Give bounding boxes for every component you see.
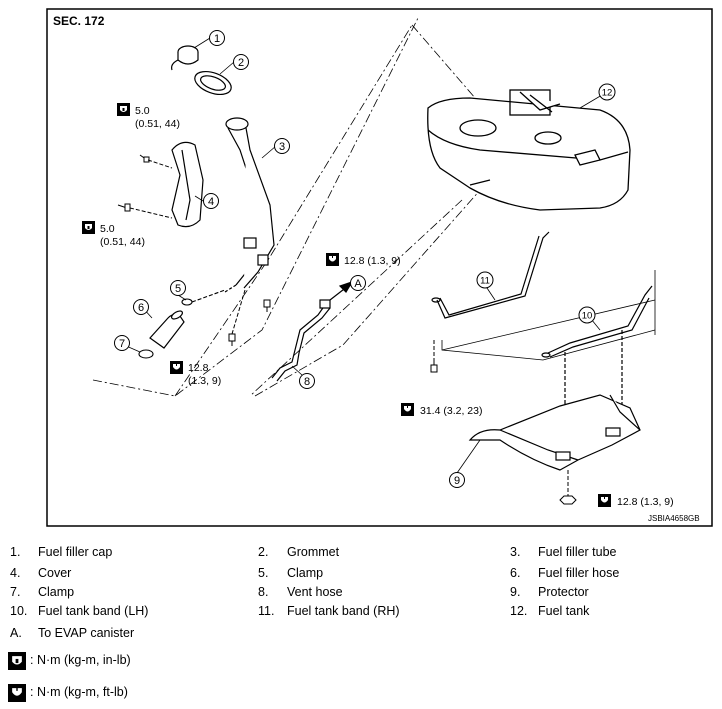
svg-text:31.4 (3.2, 23): 31.4 (3.2, 23): [420, 405, 482, 417]
torque-cover-upper: 5.0 (0.51, 44): [117, 103, 180, 130]
protector-nut: [559, 470, 577, 505]
fuel-filler-cap: [171, 45, 199, 71]
fuel-tank-band-rh: [431, 231, 550, 319]
callout-2: 2: [233, 54, 249, 70]
svg-text:(1.3, 9): (1.3, 9): [188, 375, 221, 387]
callout-4: 4: [203, 193, 219, 209]
torque-wrench-in-lb-icon: [8, 651, 26, 670]
torque-protector-nut: 12.8 (1.3, 9): [598, 494, 674, 508]
svg-text:12.8: 12.8: [188, 362, 209, 374]
torque-filler-tube-bracket: 12.8 (1.3, 9): [326, 253, 401, 267]
svg-text:9: 9: [454, 475, 460, 487]
svg-text:12.8 (1.3, 9): 12.8 (1.3, 9): [617, 496, 674, 508]
unit-in-lb: : N·m (kg-m, in-lb): [8, 650, 131, 670]
image-code: JSBIA4658GB: [648, 514, 700, 523]
svg-text:5: 5: [175, 283, 181, 295]
svg-text:5.0: 5.0: [100, 223, 115, 235]
svg-text:12.8 (1.3, 9): 12.8 (1.3, 9): [344, 255, 401, 267]
torque-band-bolt-lh: 31.4 (3.2, 23): [401, 403, 482, 417]
body-panel-lines: [441, 270, 656, 361]
fuel-tank: [427, 89, 631, 211]
clamp-7: [138, 349, 154, 359]
callout-10: 10: [578, 306, 596, 324]
grommet: [194, 70, 232, 96]
callout-7: 7: [114, 335, 130, 351]
vent-hose: [271, 299, 331, 382]
svg-text:4: 4: [208, 196, 214, 208]
svg-text:5.0: 5.0: [135, 105, 150, 117]
svg-text:7: 7: [119, 338, 125, 350]
section-label: SEC. 172: [53, 14, 105, 28]
svg-text:(0.51, 44): (0.51, 44): [100, 236, 145, 248]
callout-8: 8: [299, 373, 315, 389]
svg-text:6: 6: [138, 302, 144, 314]
clamp-5: [181, 289, 226, 306]
callout-5: 5: [170, 280, 186, 296]
svg-text:(0.51, 44): (0.51, 44): [135, 118, 180, 130]
svg-text:12: 12: [602, 88, 613, 99]
torque-filler-tube-lower: 12.8 (1.3, 9): [170, 361, 221, 387]
callout-9: 9: [449, 472, 465, 488]
fuel-filler-hose: [149, 310, 185, 349]
svg-text:1: 1: [214, 33, 220, 45]
torque-cover-lower: 5.0 (0.51, 44): [82, 221, 145, 248]
unit-ft-lb: : N·m (kg-m, ft-lb): [8, 682, 128, 702]
callout-3: 3: [274, 138, 290, 154]
svg-text:10: 10: [582, 311, 593, 322]
exploded-diagram: SEC. 172: [46, 8, 713, 527]
svg-text:11: 11: [480, 276, 490, 287]
torque-wrench-ft-lb-icon: [8, 683, 26, 702]
svg-text:3: 3: [279, 141, 285, 153]
svg-text:A: A: [354, 278, 362, 290]
callout-1: 1: [209, 30, 225, 46]
callout-12: 12: [598, 83, 616, 101]
callout-6: 6: [133, 299, 149, 315]
tube-bolts: [228, 289, 271, 346]
callout-a: A: [350, 275, 366, 291]
fuel-filler-tube: [224, 117, 275, 293]
svg-text:2: 2: [238, 57, 244, 69]
cover: [171, 141, 204, 228]
svg-text:8: 8: [304, 376, 310, 388]
band-bolt: [430, 340, 438, 373]
cover-bolts: [117, 154, 173, 219]
protector: [468, 394, 641, 471]
evap-arrow: [329, 280, 354, 301]
callout-11: 11: [476, 271, 494, 289]
